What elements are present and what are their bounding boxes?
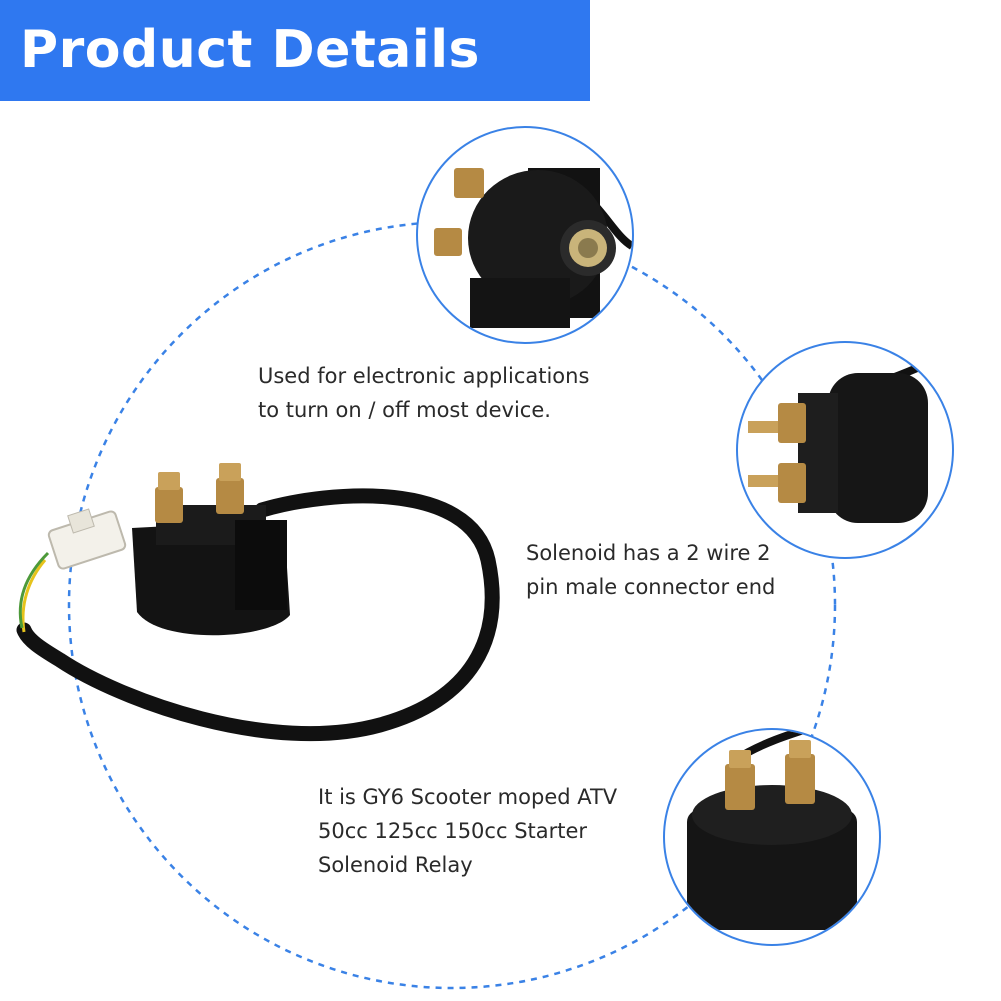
banner-title: Product Details bbox=[20, 20, 480, 80]
caption-connector-line-1: Solenoid has a 2 wire 2 bbox=[526, 541, 771, 565]
caption-model-line-3: Solenoid Relay bbox=[318, 853, 473, 877]
product-details-banner: Product Details bbox=[0, 0, 590, 101]
caption-usage-line-2: to turn on / off most device. bbox=[258, 398, 551, 422]
caption-connector-line-2: pin male connector end bbox=[526, 575, 776, 599]
caption-model-line-1: It is GY6 Scooter moped ATV bbox=[318, 785, 618, 809]
solenoid-side-view-image bbox=[748, 349, 952, 523]
caption-model: It is GY6 Scooter moped ATV 50cc 125cc 1… bbox=[318, 780, 617, 882]
detail-bubble-side-view bbox=[736, 341, 954, 559]
solenoid-terminals-view-image bbox=[687, 730, 857, 930]
caption-connector: Solenoid has a 2 wire 2 pin male connect… bbox=[526, 536, 775, 604]
caption-usage-line-1: Used for electronic applications bbox=[258, 364, 590, 388]
caption-model-line-2: 50cc 125cc 150cc Starter bbox=[318, 819, 588, 843]
caption-usage: Used for electronic applications to turn… bbox=[258, 359, 589, 427]
solenoid-front-view-image bbox=[434, 168, 632, 328]
detail-bubble-front-view bbox=[416, 126, 634, 344]
detail-bubble-terminals-view bbox=[663, 728, 881, 946]
